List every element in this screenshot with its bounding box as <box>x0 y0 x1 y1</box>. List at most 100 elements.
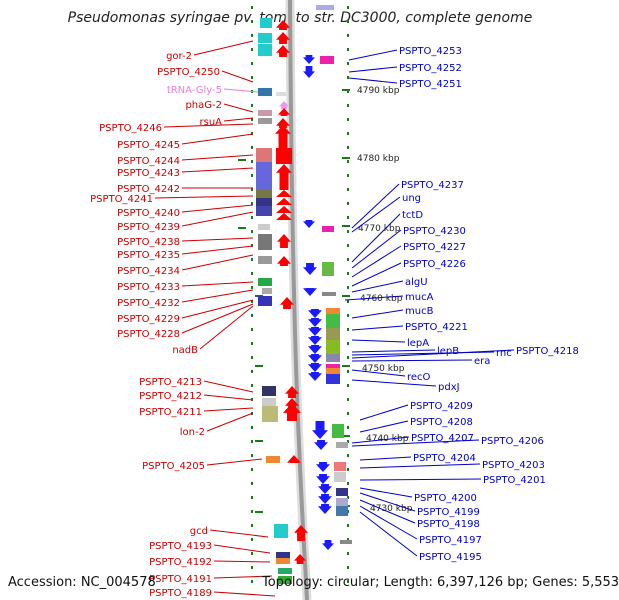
tick-dot <box>347 398 349 401</box>
feature-box <box>260 18 272 28</box>
feature-box <box>258 44 272 56</box>
gene-label: lon-2 <box>180 427 205 438</box>
gene-label: PSPTO_4200 <box>414 493 477 504</box>
forward-gene-arrow <box>276 45 290 57</box>
forward-gene-arrow <box>276 32 290 44</box>
forward-gene-arrow <box>276 213 292 220</box>
tick-dot <box>347 230 349 233</box>
accession-label: Accession: NC_004578 <box>8 575 156 590</box>
feature-box <box>326 340 340 354</box>
leader-line <box>199 305 254 350</box>
feature-box <box>262 398 276 406</box>
gene-label: PSPTO_4207 <box>411 433 474 444</box>
gene-label: PSPTO_4251 <box>399 79 462 90</box>
leader-line <box>181 167 254 173</box>
forward-gene-arrow <box>278 108 290 116</box>
tick-dot <box>251 370 253 373</box>
tick-dot <box>347 552 349 555</box>
gene-label: PSPTO_4245 <box>117 140 180 151</box>
tick-dot <box>251 48 253 51</box>
tick-dot <box>347 524 349 527</box>
leader-line <box>206 412 254 432</box>
feature-box <box>336 442 348 448</box>
leader-line <box>203 407 254 412</box>
gene-label: PSPTO_4198 <box>417 519 480 530</box>
leader-line <box>351 196 401 233</box>
leader-line <box>348 66 398 73</box>
gene-label: tRNA-Gly-5 <box>167 85 222 96</box>
gene-label: tctD <box>402 210 423 221</box>
reverse-gene-arrow <box>318 484 332 494</box>
reverse-gene-arrow <box>303 263 317 275</box>
tick-dot <box>251 146 253 149</box>
gene-label: PSPTO_4237 <box>401 180 464 191</box>
feature-box <box>256 190 272 198</box>
tick-dot <box>251 230 253 233</box>
gene-label: PSPTO_4197 <box>419 535 482 546</box>
forward-gene-arrow <box>287 455 301 463</box>
tick-dot <box>347 272 349 275</box>
leader-line <box>163 123 254 128</box>
reverse-gene-arrow <box>308 363 322 372</box>
gene-label: PSPTO_4201 <box>483 475 546 486</box>
gene-label: PSPTO_4203 <box>482 460 545 471</box>
scale-label: 4770 kbp <box>358 224 401 234</box>
forward-gene-arrow <box>285 386 299 398</box>
gene-label: gcd <box>190 526 208 537</box>
tick-dot <box>347 314 349 317</box>
gene-label: era <box>474 356 490 367</box>
leader-line <box>351 379 437 387</box>
map-title: Pseudomonas syringae pv. tomato str. DC3… <box>67 10 533 26</box>
reverse-gene-arrow <box>318 504 332 514</box>
tick-dot <box>251 34 253 37</box>
gene-label: PSPTO_4193 <box>149 541 212 552</box>
leader-line <box>351 439 480 447</box>
leader-line <box>351 436 410 444</box>
tick-dot <box>347 258 349 261</box>
gene-label: PSPTO_4212 <box>139 391 202 402</box>
forward-gene-arrow <box>275 125 291 149</box>
tick-dot <box>251 202 253 205</box>
tick-dot <box>347 34 349 37</box>
tick-dot <box>251 566 253 569</box>
gene-label: ung <box>402 193 421 204</box>
tick-dot <box>251 538 253 541</box>
feature-box <box>322 262 334 276</box>
leader-line <box>351 349 436 353</box>
reverse-gene-arrow <box>314 440 328 450</box>
feature-box <box>256 148 272 162</box>
tick-dot <box>347 328 349 331</box>
feature-box <box>340 540 352 544</box>
gene-label: PSPTO_4240 <box>117 208 180 219</box>
feature-box <box>258 256 272 264</box>
leader-line <box>344 295 404 301</box>
leader-line <box>181 211 254 227</box>
gene-label: PSPTO_4234 <box>117 266 180 277</box>
reverse-gene-arrow <box>322 540 334 550</box>
leader-line <box>181 303 254 334</box>
leader-line <box>351 369 406 377</box>
tick-dot <box>251 426 253 429</box>
gene-label: algU <box>405 277 428 288</box>
forward-gene-arrow <box>276 20 290 30</box>
tick-dot <box>251 258 253 261</box>
reverse-gene-arrow <box>316 462 330 472</box>
reverse-gene-arrow <box>312 421 328 439</box>
tick-dot <box>251 160 253 163</box>
tick-dot <box>251 62 253 65</box>
reverse-gene-arrow <box>303 66 315 78</box>
tick-dot <box>347 580 349 583</box>
tick-dot <box>251 384 253 387</box>
leader-line <box>359 505 418 540</box>
reverse-gene-arrow <box>308 336 322 345</box>
reverse-gene-arrow <box>308 354 322 363</box>
feature-box <box>332 424 344 438</box>
tick-dot <box>251 6 253 9</box>
gene-label: PSPTO_4208 <box>410 417 473 428</box>
leader-line <box>359 420 409 433</box>
feature-box <box>316 5 334 10</box>
leader-line <box>181 237 254 242</box>
tick-dot <box>347 482 349 485</box>
gene-label: rsuA <box>200 117 223 128</box>
tick-dot <box>251 454 253 457</box>
